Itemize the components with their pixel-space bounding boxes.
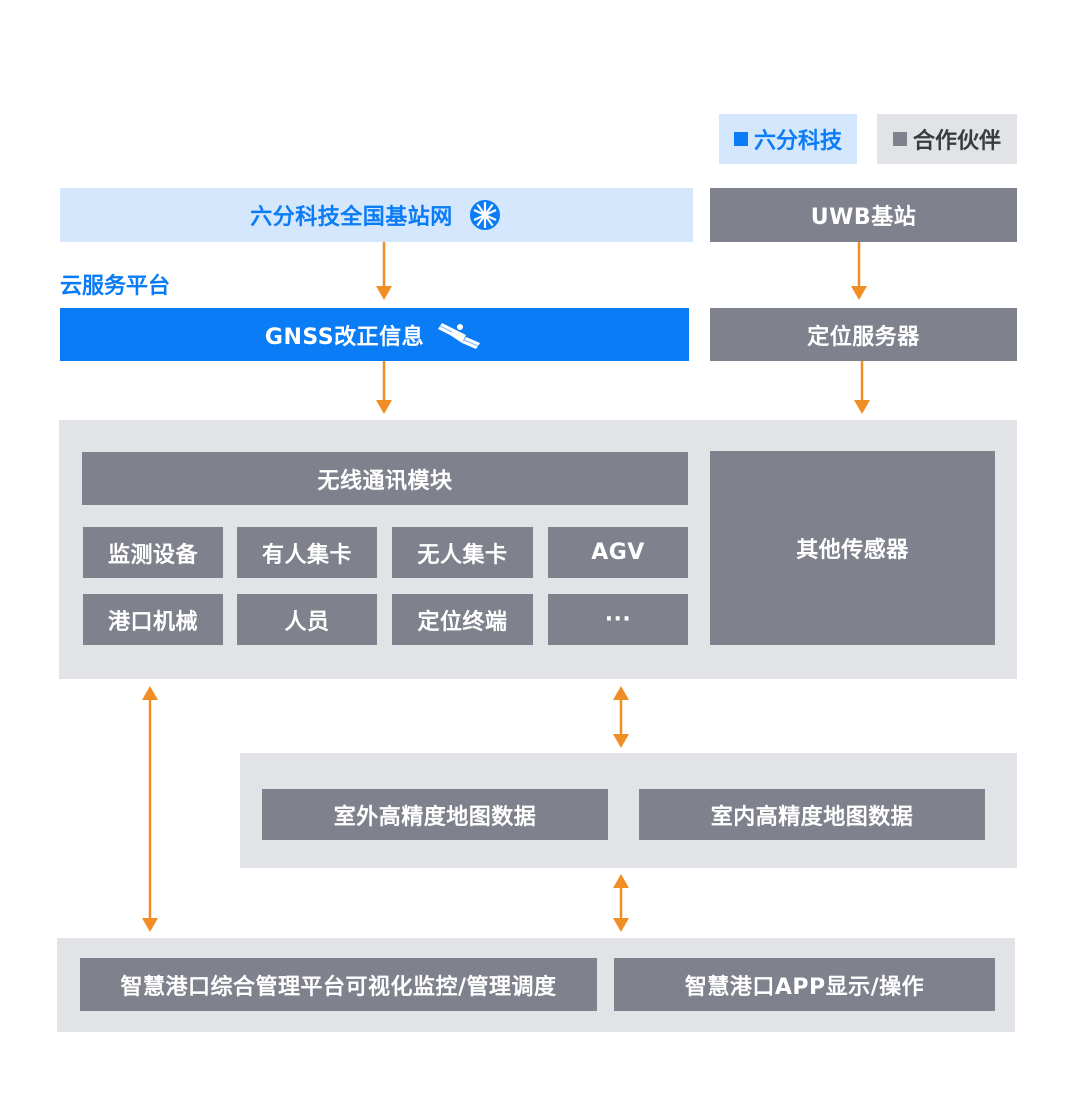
smart-port-app: 智慧港口APP显示/操作 — [614, 958, 995, 1011]
legend-partner: 合作伙伴 — [877, 114, 1017, 164]
arrow-bidirectional-terminal-application — [142, 686, 158, 932]
wireless-label: 无线通讯模块 — [317, 468, 453, 494]
uwb-label: UWB基站 — [810, 205, 917, 230]
device-positioning-terminal: 定位终端 — [392, 594, 533, 645]
positioning-server: 定位服务器 — [710, 308, 1017, 361]
legend-blue-square — [733, 132, 748, 146]
arrow-bidirectional-map-application — [613, 874, 629, 932]
device-manned-truck: 有人集卡 — [237, 527, 377, 578]
platform-label: 智慧港口综合管理平台可视化监控/管理调度 — [120, 974, 557, 1000]
arrow-gnss-to-terminal — [376, 361, 392, 414]
other-sensors: 其他传感器 — [710, 451, 995, 645]
device-label: ··· — [604, 607, 632, 632]
legend-gray-square — [892, 132, 907, 146]
device-monitoring-equipment: 监测设备 — [83, 527, 223, 578]
sensors-label: 其他传感器 — [796, 538, 909, 563]
uwb-base-station: UWB基站 — [710, 188, 1017, 242]
app-label: 智慧港口APP显示/操作 — [684, 974, 925, 1000]
cloud-service-platform-label: 云服务平台 — [60, 274, 171, 299]
device-label: AGV — [591, 540, 645, 565]
device-agv: AGV — [548, 527, 688, 578]
outdoor-hd-map-data: 室外高精度地图数据 — [262, 789, 608, 840]
indoor-hd-map-data: 室内高精度地图数据 — [639, 789, 985, 840]
globe-icon — [467, 198, 503, 232]
gnss-label: GNSS改正信息 — [264, 324, 425, 350]
legend-liufen: 六分科技 — [719, 114, 857, 164]
device-unmanned-truck: 无人集卡 — [392, 527, 533, 578]
arrow-uwb-to-server — [851, 242, 867, 300]
wireless-communication-module: 无线通讯模块 — [82, 452, 688, 505]
legend-partner-label: 合作伙伴 — [912, 129, 1001, 154]
device-label: 监测设备 — [107, 542, 198, 568]
device-more: ··· — [548, 594, 688, 645]
national-network-label: 六分科技全国基站网 — [250, 205, 453, 230]
device-personnel: 人员 — [237, 594, 377, 645]
national-base-station-network: 六分科技全国基站网 — [60, 188, 693, 242]
legend-liufen-label: 六分科技 — [753, 129, 842, 154]
device-label: 无人集卡 — [417, 542, 508, 568]
positioning-server-label: 定位服务器 — [807, 324, 920, 350]
device-label: 港口机械 — [107, 609, 198, 635]
outdoor-map-label: 室外高精度地图数据 — [333, 804, 537, 830]
gnss-correction-info: GNSS改正信息 — [60, 308, 689, 361]
arrow-bidirectional-terminal-map — [613, 686, 629, 748]
device-label: 定位终端 — [417, 609, 508, 635]
smart-port-management-platform: 智慧港口综合管理平台可视化监控/管理调度 — [80, 958, 597, 1011]
indoor-map-label: 室内高精度地图数据 — [710, 804, 914, 830]
arrow-network-to-gnss — [376, 242, 392, 300]
device-label: 人员 — [284, 609, 330, 635]
satellite-icon — [438, 319, 484, 351]
device-port-machinery: 港口机械 — [83, 594, 223, 645]
device-label: 有人集卡 — [261, 542, 352, 568]
arrow-server-to-terminal — [854, 361, 870, 414]
